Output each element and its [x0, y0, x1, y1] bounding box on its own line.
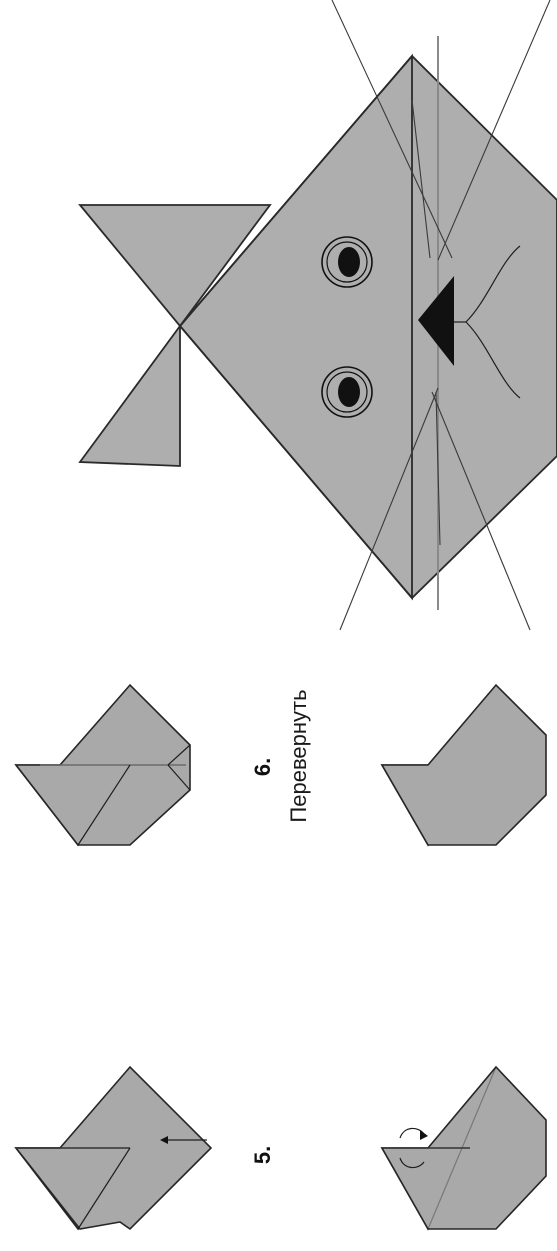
step-number-6: 6.: [250, 758, 275, 776]
finished-cat: [80, 0, 557, 630]
head-shape: [382, 685, 546, 845]
step-number-5: 5.: [250, 1146, 275, 1164]
ear-left: [80, 326, 180, 466]
step-5-figure-a: [16, 1067, 211, 1229]
cat-head: [180, 56, 557, 598]
flip-over-caption: Перевернуть: [286, 689, 311, 822]
step-6-figure-a: [16, 685, 190, 845]
step-6-figure-b: [382, 685, 546, 845]
step-5-figure-b: [382, 1067, 546, 1229]
